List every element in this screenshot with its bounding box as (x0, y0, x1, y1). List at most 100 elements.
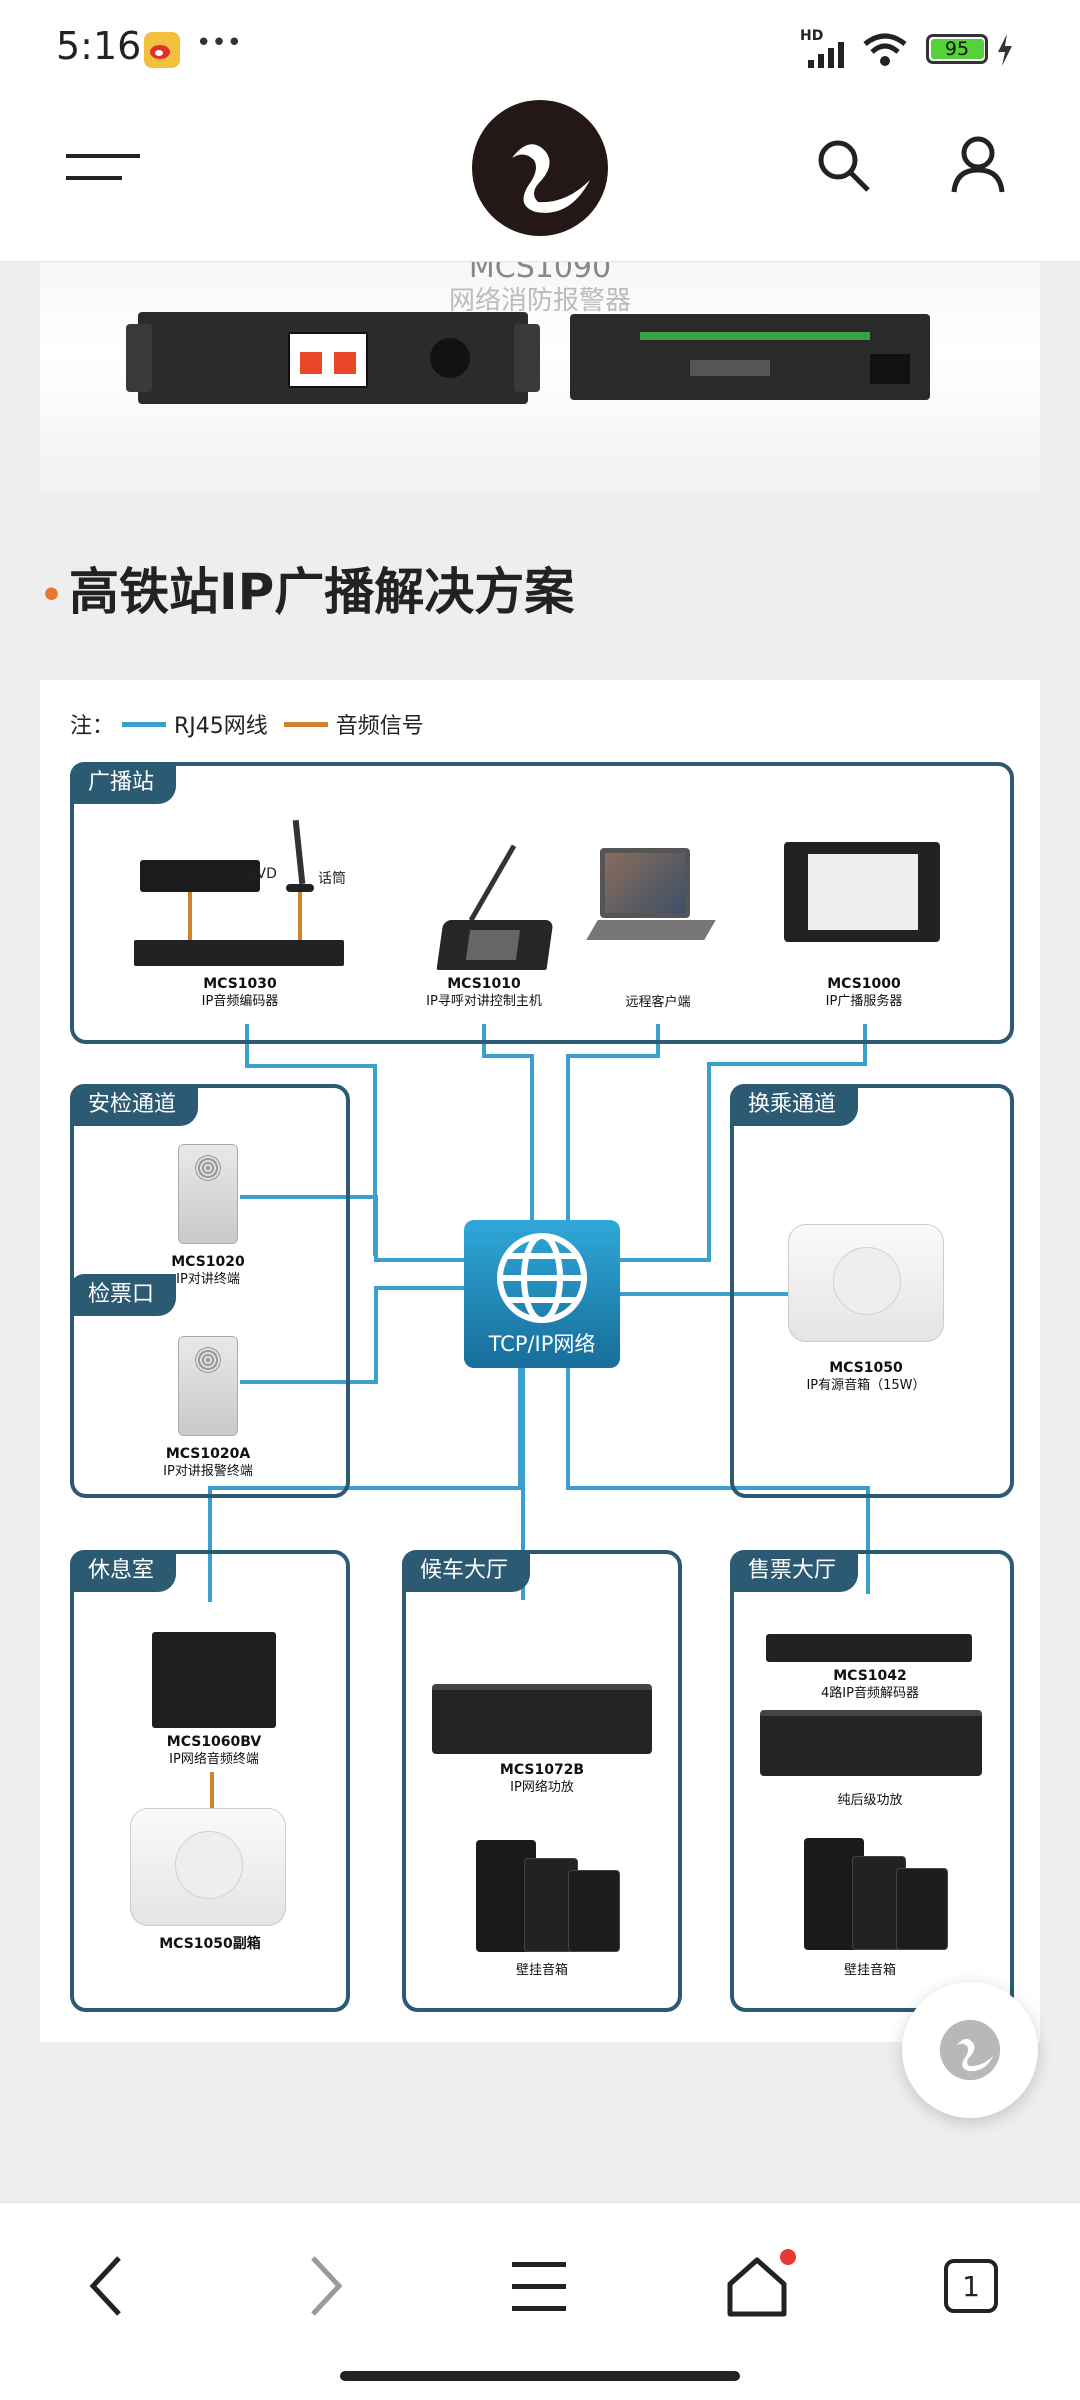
legend-audio-swatch (283, 721, 328, 727)
brand-logo[interactable] (472, 100, 608, 240)
network-line (566, 1054, 660, 1058)
banner-subtitle: 网络消防报警器 (448, 286, 631, 316)
user-icon[interactable] (950, 136, 1006, 198)
network-line (707, 1062, 711, 1262)
network-line (619, 1258, 711, 1262)
solution-diagram: 注： RJ45网线 音频信号 (40, 680, 1040, 2042)
dvd-player (140, 860, 260, 892)
network-line (374, 1286, 378, 1384)
zone-ticketing-tab: 售票大厅 (730, 1550, 859, 1592)
legend-rj45-swatch (122, 721, 167, 727)
section-title: •高铁站IP广播解决方案 (40, 563, 575, 621)
wall-speaker-2-caption: 壁挂音箱 (843, 1963, 896, 1978)
network-line (521, 1368, 525, 1600)
globe-icon (497, 1233, 587, 1323)
mcs1020-device (178, 1144, 238, 1244)
remote-client-caption: 远程客户端 (625, 995, 691, 1010)
weibo-icon (144, 32, 180, 68)
forward-button[interactable] (280, 2241, 370, 2331)
network-line (240, 1195, 376, 1199)
network-line (208, 1486, 212, 1602)
chevron-left-icon (89, 2256, 121, 2316)
network-line (482, 1054, 534, 1058)
tcp-ip-network-hub: TCP/IP网络 (464, 1220, 620, 1368)
zone-transfer: 换乘通道 (730, 1084, 1014, 1498)
menu-icon[interactable] (66, 154, 140, 186)
microphone-base (286, 884, 314, 892)
laptop-base (586, 920, 716, 940)
dvd-label: DVD (246, 866, 277, 882)
tabs-button[interactable]: 1 (926, 2241, 1016, 2331)
zone-security-tab: 安检通道 (70, 1084, 199, 1126)
legend-audio-label: 音频信号 (335, 714, 424, 739)
zone-lounge-tab: 休息室 (70, 1550, 177, 1592)
network-line (566, 1054, 570, 1254)
zone-security: 安检通道 检票口 (70, 1084, 350, 1498)
signal-icon (808, 42, 850, 72)
post-amp-device (760, 1710, 982, 1776)
chevron-right-icon (311, 2256, 343, 2316)
site-header (0, 96, 1080, 262)
status-bar: 5:16 ••• HD 95 (0, 0, 1080, 96)
network-line (566, 1368, 570, 1490)
home-icon (727, 2257, 787, 2317)
tabs-count: 1 (962, 2269, 980, 2303)
battery-level: 95 (944, 38, 970, 60)
network-line (373, 1064, 377, 1256)
back-button[interactable] (62, 2241, 152, 2331)
mic-label: 话筒 (318, 871, 346, 887)
network-type: HD (800, 28, 824, 44)
zone-broadcast-tab: 广播站 (70, 762, 177, 804)
mcs1060bv-device (152, 1632, 276, 1728)
network-line (374, 1258, 464, 1262)
network-line (530, 1054, 534, 1254)
banner-model: MCS1090 (468, 262, 612, 285)
gesture-bar (340, 2371, 740, 2381)
network-line (866, 1486, 870, 1594)
mcs1020a-device (178, 1336, 238, 1436)
mcs1050-speaker (788, 1224, 944, 1342)
network-line (245, 1024, 249, 1066)
post-amp-caption: 纯后级功放 (837, 1793, 903, 1808)
audio-line (298, 892, 302, 942)
audio-line (210, 1772, 214, 1808)
mcs1042-device (766, 1634, 972, 1662)
floating-logo-button[interactable] (902, 1982, 1038, 2118)
wifi-icon (862, 32, 908, 72)
menu-button[interactable] (494, 2241, 584, 2331)
audio-line (188, 892, 192, 942)
zone-ticket-check-tab: 检票口 (70, 1274, 177, 1316)
device-front-image (126, 312, 540, 404)
product-banner[interactable]: MCS1090 网络消防报警器 (40, 262, 1040, 492)
search-icon[interactable] (816, 138, 872, 198)
zone-waiting-hall: 候车大厅 (402, 1550, 682, 2012)
mcs1072b-device (432, 1684, 652, 1754)
network-line (863, 1024, 867, 1064)
brand-mini-icon (939, 2019, 1001, 2081)
browser-bottom-nav: 1 (0, 2202, 1080, 2400)
home-button[interactable] (712, 2241, 802, 2331)
zone-lounge: 休息室 (70, 1550, 350, 2012)
hamburger-icon (512, 2262, 566, 2311)
section-title-text: 高铁站IP广播解决方案 (69, 563, 575, 621)
more-notifications: ••• (196, 28, 243, 58)
network-line (208, 1486, 522, 1490)
mcs1050sub-caption: MCS1050副箱 (159, 1936, 261, 1952)
zone-broadcast: 广播站 (70, 762, 1014, 1044)
network-line (619, 1292, 879, 1296)
zone-ticketing-hall: 售票大厅 (730, 1550, 1014, 2012)
wall-speaker-1-caption: 壁挂音箱 (515, 1963, 568, 1978)
mcs1050-sub-speaker (130, 1808, 286, 1926)
tcp-ip-label: TCP/IP网络 (488, 1332, 596, 1356)
network-line (374, 1286, 464, 1290)
legend-rj45-label: RJ45网线 (174, 714, 268, 739)
network-line (518, 1368, 522, 1490)
charging-icon (996, 34, 1014, 70)
